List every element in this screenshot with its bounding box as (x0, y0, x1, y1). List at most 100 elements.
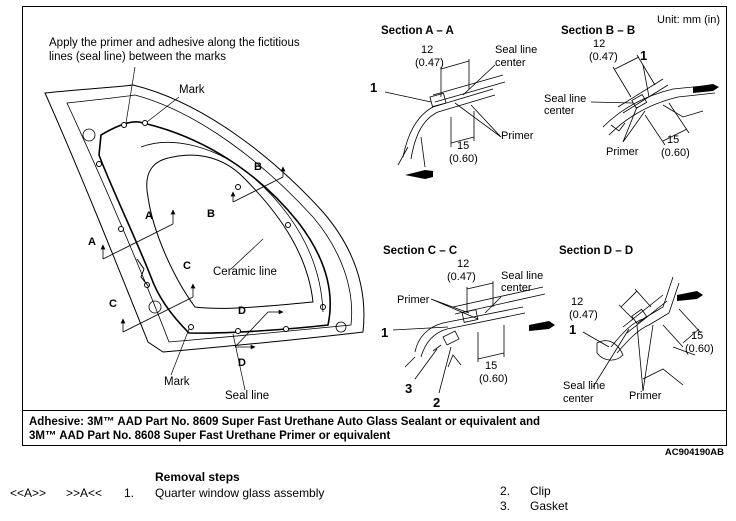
section-aa-body (402, 88, 496, 160)
section-cc-leader-primer (430, 298, 479, 320)
section-aa-dim15 (450, 111, 475, 147)
section-letter-b2: B (207, 208, 215, 220)
section-bb-title: Section B – B (561, 25, 635, 37)
section-cc-primer: Primer (397, 294, 430, 306)
removal-step-2-text: Clip (530, 484, 551, 498)
section-dd-leader-seal (592, 328, 630, 388)
removal-step-2-num: 2. (500, 484, 511, 498)
instruction-text-line2: lines (seal line) between the marks (49, 51, 226, 63)
section-aa-dim2: 15 (457, 140, 469, 152)
section-letter-c1: C (183, 260, 191, 272)
section-bb-dim2-in: (0.60) (661, 147, 690, 159)
section-aa-leader-primer (454, 102, 502, 138)
section-aa-gun-icon (405, 170, 433, 179)
section-cc-dim1: 12 (457, 258, 469, 270)
section-bb-leader-1 (642, 64, 650, 98)
section-dd-extra (642, 346, 696, 386)
section-cc-dim12 (466, 281, 494, 312)
section-bb-gun-icon (693, 84, 719, 93)
leader-mark-top (146, 96, 180, 123)
quarter-glass-view (44, 66, 365, 391)
label-ceramic-line: Ceramic line (213, 266, 277, 278)
section-aa-dim1: 12 (421, 44, 433, 56)
leader-mark-bottom (170, 328, 190, 376)
section-aa-leader-1 (384, 91, 432, 103)
section-cc: Section C – C 12 (0.47) Seal line center… (381, 245, 555, 409)
section-cc-leader-seal (484, 296, 502, 314)
section-bb-glass (617, 78, 669, 114)
removal-heading: Removal steps (155, 470, 240, 484)
section-bb-seal-center2: center (544, 105, 575, 117)
section-aa-glass (432, 74, 506, 103)
section-cc-extra (404, 354, 462, 368)
section-bb-leader-seal (590, 101, 634, 104)
section-cc-dim1-in: (0.47) (447, 271, 476, 283)
clip-hole (335, 321, 347, 333)
section-dd-primer: Primer (629, 390, 662, 402)
main-view-text: Apply the primer and adhesive along the … (49, 37, 300, 402)
section-letter-a2: A (145, 210, 153, 222)
leader-instruction (125, 66, 136, 124)
section-cc-callout3: 3 (405, 381, 412, 396)
section-aa-dim2-in: (0.60) (449, 153, 478, 165)
adhesive-note-line2: 3M™ AAD Part No. 8608 Super Fast Urethan… (29, 430, 391, 442)
section-aa-seal-center1: Seal line (495, 44, 537, 56)
section-letter-c2: C (109, 298, 117, 310)
section-bb-callout: 1 (640, 48, 647, 63)
section-bb-dim12 (612, 54, 656, 98)
label-mark-top: Mark (179, 84, 205, 96)
section-cc-seal-center2: center (501, 282, 532, 294)
section-letter-d2: D (238, 357, 246, 369)
section-bb: Section B – B 12 (0.47) 1 Seal line cent… (544, 25, 719, 159)
section-dd-seal-center2: center (563, 393, 594, 405)
section-dd-dim2: 15 (691, 330, 703, 342)
section-cc-callout2: 2 (433, 395, 440, 409)
removal-tag-2: >>A<< (66, 486, 103, 500)
section-cc-gun-icon (529, 321, 555, 331)
body-panel-inner (66, 94, 353, 343)
section-dd-title: Section D – D (559, 245, 633, 257)
section-cc-sealant (461, 309, 479, 323)
section-aa-extra (397, 136, 426, 168)
section-cc-body (414, 306, 526, 358)
section-cut-d (234, 311, 269, 348)
section-cc-leader-1 (392, 326, 449, 331)
section-aa-sealant (429, 92, 447, 108)
section-dd-callout: 1 (569, 322, 576, 337)
section-cc-seal-center1: Seal line (501, 270, 543, 282)
section-dd: Section D – D 12 (0.47) 1 15 (0.60) Seal… (559, 245, 714, 405)
section-cc-dim15 (477, 325, 505, 362)
section-letter-a1: A (88, 236, 96, 248)
section-bb-leader-primer (622, 106, 646, 143)
removal-step-3-text: Gasket (530, 499, 569, 513)
section-bb-seal-center1: Seal line (544, 93, 586, 105)
section-aa-callout: 1 (370, 80, 377, 95)
section-cc-leader-2 (438, 346, 452, 394)
figure-code: AC904190AB (664, 447, 724, 458)
section-cut-a (102, 223, 174, 260)
clip-hole (82, 128, 96, 142)
unit-label: Unit: mm (in) (657, 14, 720, 26)
section-aa-dim12 (440, 59, 470, 97)
section-bb-dim15 (644, 102, 690, 146)
removal-step-3-num: 3. (500, 499, 511, 513)
section-aa-seal-center2: center (495, 57, 526, 69)
section-dd-bracket (596, 340, 624, 361)
section-bb-dim1: 12 (593, 38, 605, 50)
section-dd-dim15 (662, 308, 702, 348)
section-aa-title: Section A – A (381, 25, 454, 37)
section-aa-primer: Primer (501, 130, 534, 142)
removal-step-1-num: 1. (124, 486, 135, 500)
clip-hole (148, 300, 162, 314)
label-seal-line: Seal line (225, 390, 269, 402)
section-aa: Section A – A 12 (0.47) Seal line center… (370, 25, 537, 179)
glass-edge (140, 142, 324, 313)
section-bb-dim1-in: (0.47) (589, 51, 618, 63)
section-cc-title: Section C – C (383, 245, 457, 257)
section-bb-primer: Primer (606, 146, 639, 158)
section-cc-callout1: 1 (381, 325, 388, 340)
section-dd-sealant (631, 308, 648, 325)
section-bb-extra (610, 104, 704, 132)
section-dd-gun-icon (677, 291, 703, 301)
